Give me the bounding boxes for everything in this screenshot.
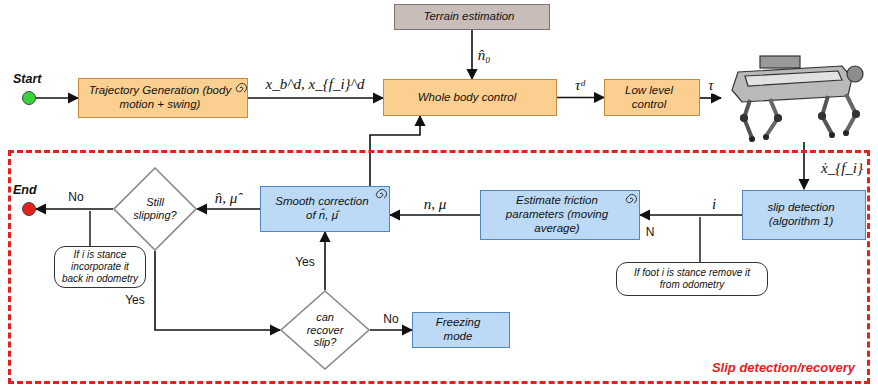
edge-label: n̂₀ [476, 47, 493, 64]
node-text: If i is stance incorporate it back in od… [61, 249, 139, 285]
node-text: Freezing mode [421, 316, 495, 344]
edge-label: i [710, 196, 718, 213]
process-box: slip detection (algorithm 1) [742, 190, 866, 240]
process-box: Estimate friction parameters (moving ave… [480, 190, 640, 240]
decision-diamond: can recover slip? [280, 290, 370, 370]
process-box: Whole body control [383, 79, 557, 116]
end-circle: End [22, 202, 36, 216]
edge-label: n, μ [422, 196, 449, 213]
signal-label: τ [706, 77, 715, 94]
process-box: Terrain estimation [394, 4, 550, 30]
flow-arrow [197, 208, 260, 210]
diamond-shape [281, 291, 369, 369]
edge-label: Yes [123, 293, 147, 307]
node-text: Smooth correction of n̂, μ̂ [269, 195, 375, 223]
edge-label: x_b^d, x_{f_i}^d [264, 76, 367, 93]
flow-arrow [36, 208, 113, 210]
quadruped-robot [732, 56, 863, 142]
node-text: slip detection (algorithm 1) [751, 201, 851, 229]
torque-line [700, 97, 721, 99]
flow-arrow [248, 97, 383, 99]
node-text: Low level control [613, 84, 685, 112]
edge-label: n̂, μ̂ [213, 190, 240, 207]
node-text: can recover slip? [297, 311, 353, 349]
start-circle: Start [22, 91, 36, 105]
node-text: Still slipping? [127, 196, 183, 221]
process-box: Smooth correction of n̂, μ̂ [260, 186, 390, 232]
note-box: If i is stance incorporate it back in od… [54, 246, 146, 288]
edge-label: No [66, 190, 85, 204]
spiral-icon [236, 83, 246, 92]
flow-arrow [471, 30, 473, 79]
signal-label: ẋ_{f_i} [819, 160, 865, 177]
flow-arrow [390, 214, 480, 216]
node-text: Trajectory Generation (body motion + swi… [87, 84, 233, 112]
edge-label: Yes [293, 255, 317, 269]
diamond-shape [114, 168, 196, 250]
flow-arrow [557, 97, 604, 99]
process-box: Trajectory Generation (body motion + swi… [78, 78, 248, 118]
node-text: Slip detection/recovery [712, 360, 855, 375]
flow-arrow [155, 251, 280, 330]
edge-label: τᵈ [573, 77, 587, 94]
region-band: Slip detection/recoveryEndStill slipping… [8, 150, 870, 384]
node-text: If foot i is stance remove it from odome… [623, 267, 761, 291]
node-text: Estimate friction parameters (moving ave… [489, 194, 625, 235]
spiral-icon [376, 189, 386, 198]
edge-label: No [381, 312, 400, 326]
process-box: Low level control [604, 79, 700, 116]
note-box: If foot i is stance remove it from odome… [616, 262, 768, 296]
note-leader [699, 217, 700, 262]
flow-arrow [36, 97, 78, 99]
flow-arrow [370, 329, 412, 331]
decision-diamond: Still slipping? [113, 167, 197, 251]
process-box: Freezing mode [412, 312, 510, 348]
signal-label: N [644, 225, 657, 239]
node-text: Whole body control [418, 91, 516, 105]
spiral-icon [626, 194, 636, 203]
node-text: End [13, 183, 37, 197]
flow-arrow [324, 232, 326, 290]
node-text: Start [13, 72, 41, 86]
flow-arrow [640, 214, 742, 216]
note-leader [89, 211, 90, 246]
node-text: Terrain estimation [424, 10, 515, 24]
